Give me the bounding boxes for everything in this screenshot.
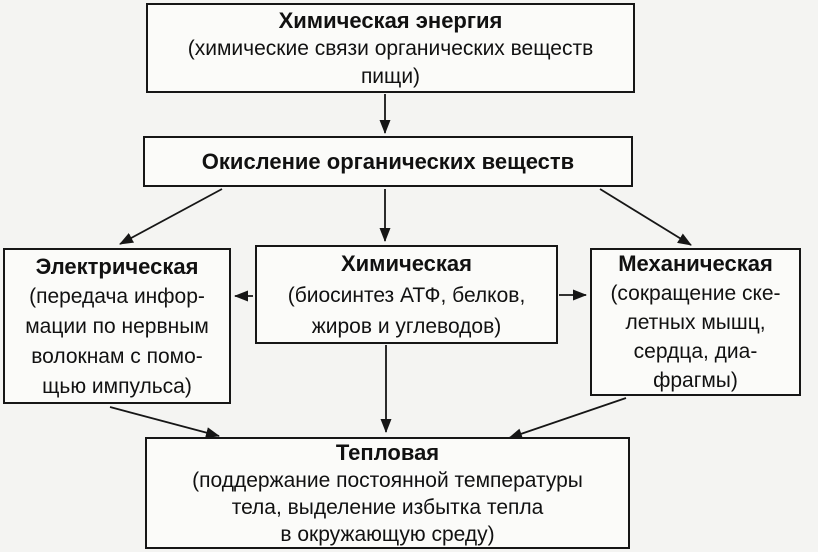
node-chemical-energy: Химическая энергия (химические связи орг…: [146, 3, 635, 93]
node-thermal-body: (поддержание постоянной температуры тела…: [192, 468, 583, 546]
node-mechanical: Механическая (сокращение ске- летных мыш…: [590, 248, 801, 396]
arrow-oxidation-to-electrical: [119, 188, 223, 245]
node-mechanical-title: Механическая: [618, 251, 773, 276]
node-chemical-energy-title: Химическая энергия: [278, 7, 503, 33]
arrow-electrical-to-thermal: [109, 406, 220, 438]
node-electrical: Электрическая (передача инфор- мации по …: [3, 248, 231, 404]
arrow-mechanical-to-thermal: [508, 397, 627, 439]
node-chemical-energy-body: (химические связи органических веществ п…: [187, 36, 594, 88]
node-electrical-body: (передача инфор- мации по нервным волокн…: [25, 284, 209, 398]
node-chemical-body: (биосинтез АТФ, белков, жиров и углеводо…: [287, 283, 526, 338]
node-mechanical-body: (сокращение ске- летных мышц, сердца, ди…: [610, 282, 781, 392]
arrow-oxidation-to-mechanical: [599, 188, 692, 246]
node-oxidation: Окисление органических веществ: [143, 136, 633, 187]
node-chemical-title: Химическая: [340, 250, 473, 276]
node-electrical-title: Электрическая: [35, 253, 199, 279]
node-thermal: Тепловая (поддержание постоянной темпера…: [145, 437, 630, 549]
node-thermal-title: Тепловая: [335, 439, 440, 465]
node-chemical: Химическая (биосинтез АТФ, белков, жиров…: [255, 245, 558, 344]
node-oxidation-title: Окисление органических веществ: [201, 148, 575, 174]
